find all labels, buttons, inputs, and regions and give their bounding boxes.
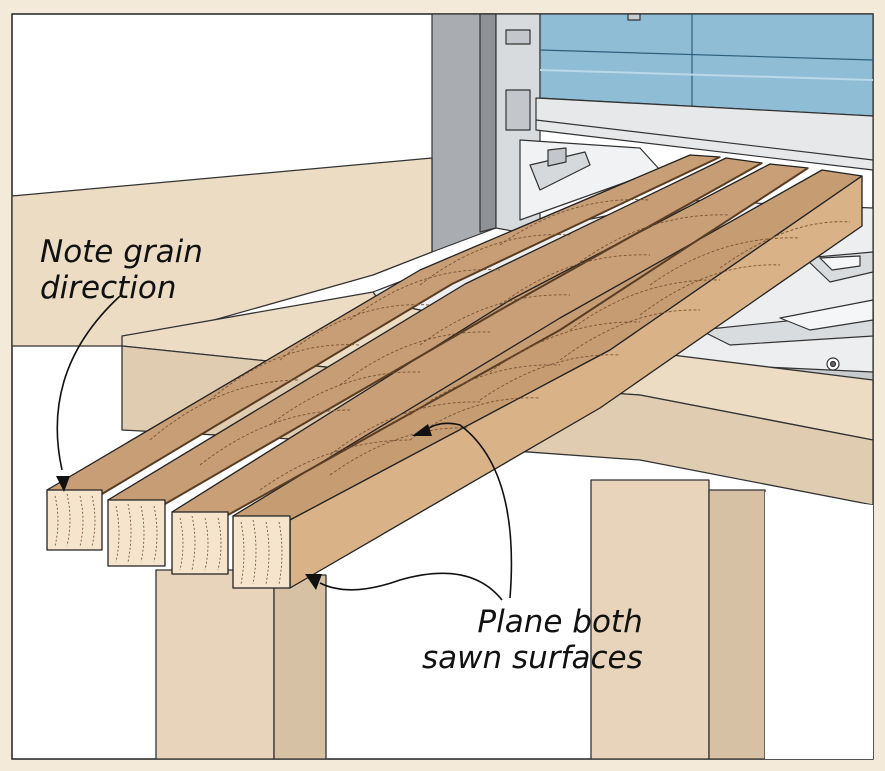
note-grain-line2: direction [40, 270, 177, 306]
plane-surfaces-callout: Plane both sawn surfaces [422, 604, 643, 676]
leader-lines [56, 295, 513, 601]
board-end-3 [171, 511, 229, 575]
note-grain-callout: Note grain direction [40, 234, 203, 306]
end-grain-lines [54, 493, 283, 585]
plane-leader-bottom [319, 572, 503, 601]
grain-arrowhead [56, 476, 70, 492]
plane-surfaces-line1: Plane both [477, 604, 643, 640]
grain-marks [149, 199, 851, 491]
board-end-1 [46, 489, 103, 551]
board-end-2 [107, 499, 166, 567]
plane-surfaces-line2: sawn surfaces [422, 640, 643, 676]
board-end-4 [232, 515, 291, 589]
board-strips [46, 154, 863, 589]
note-grain-line1: Note grain [40, 234, 203, 270]
plane-arrowhead-bottom [305, 574, 322, 590]
plane-leader-top [425, 422, 513, 599]
plane-arrowhead-top [412, 424, 432, 436]
leader-arrowheads [56, 424, 432, 590]
grain-leader [56, 295, 121, 471]
